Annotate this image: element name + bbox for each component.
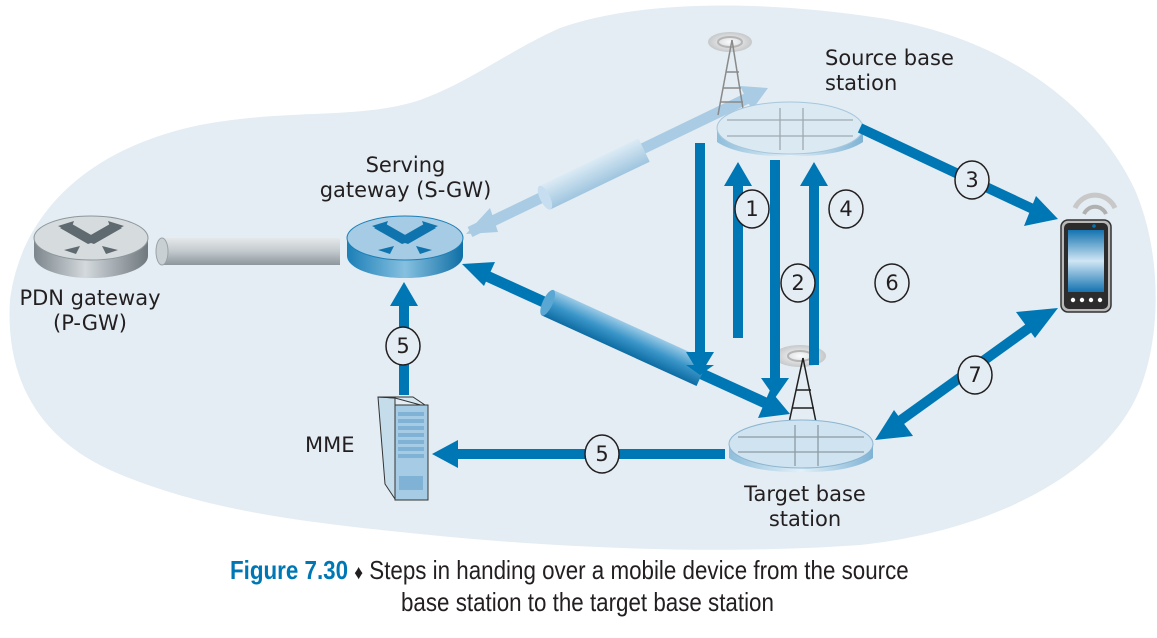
serving-gateway-router-icon	[346, 215, 464, 278]
step-badge-6: 6	[874, 263, 910, 303]
source-base-station-label-line1: Source base	[825, 46, 954, 70]
mobile-device-icon	[1060, 192, 1118, 313]
step-badge-7: 7	[957, 355, 993, 395]
figure-number: Figure 7.30	[230, 555, 349, 585]
pdn-gateway-router-icon	[33, 215, 149, 278]
step-badge-4: 4	[828, 189, 864, 229]
step-badge-3: 3	[954, 160, 990, 200]
step-6-arrow	[800, 162, 828, 365]
mme-server-icon	[377, 396, 429, 501]
target-base-station-label-line1: Target base	[744, 482, 866, 506]
step-badge-5-left: 5	[385, 326, 421, 366]
svg-text:6: 6	[885, 271, 898, 295]
svg-text:4: 4	[839, 197, 852, 221]
svg-text:5: 5	[396, 334, 409, 358]
step-2-arrow	[724, 162, 752, 338]
svg-text:3: 3	[965, 168, 978, 192]
pdn-gateway-label-line1: PDN gateway	[19, 286, 161, 310]
handover-diagram: 1 2 3 4 5 5 6 7	[9, 5, 1156, 550]
svg-text:2: 2	[791, 271, 804, 295]
mme-label: MME	[305, 433, 355, 457]
sgw-target-tunnel	[462, 262, 790, 418]
source-base-station-label: Source base station	[825, 46, 954, 96]
serving-gateway-label: Serving gateway (S-GW)	[313, 153, 498, 203]
svg-text:5: 5	[595, 442, 608, 466]
network-region	[9, 5, 1156, 550]
caption-separator-icon: ♦	[354, 562, 364, 584]
pgw-sgw-tunnel	[155, 237, 340, 266]
step-badge-5-bottom: 5	[584, 434, 620, 474]
serving-gateway-label-line2: gateway (S-GW)	[319, 178, 492, 202]
sgw-source-tunnel	[466, 86, 768, 237]
caption-text-line2: base station to the target base station	[401, 587, 774, 617]
source-base-station-icon	[708, 32, 864, 157]
svg-text:7: 7	[968, 363, 981, 387]
caption-text-line1: Steps in handing over a mobile device fr…	[369, 555, 909, 585]
svg-text:1: 1	[745, 197, 758, 221]
target-base-station-label: Target base station	[735, 482, 875, 532]
step-3-arrow	[857, 123, 1058, 226]
target-base-station-label-line2: station	[768, 507, 842, 531]
step-badge-2: 2	[780, 263, 816, 303]
step-badge-1: 1	[734, 189, 770, 229]
step-4-arrow	[761, 160, 789, 398]
pdn-gateway-label: PDN gateway (P-GW)	[10, 286, 170, 336]
serving-gateway-label-line1: Serving	[365, 153, 446, 177]
step-1-arrow	[686, 143, 714, 375]
pdn-gateway-label-line2: (P-GW)	[53, 311, 127, 335]
source-base-station-label-line2: station	[825, 71, 898, 95]
